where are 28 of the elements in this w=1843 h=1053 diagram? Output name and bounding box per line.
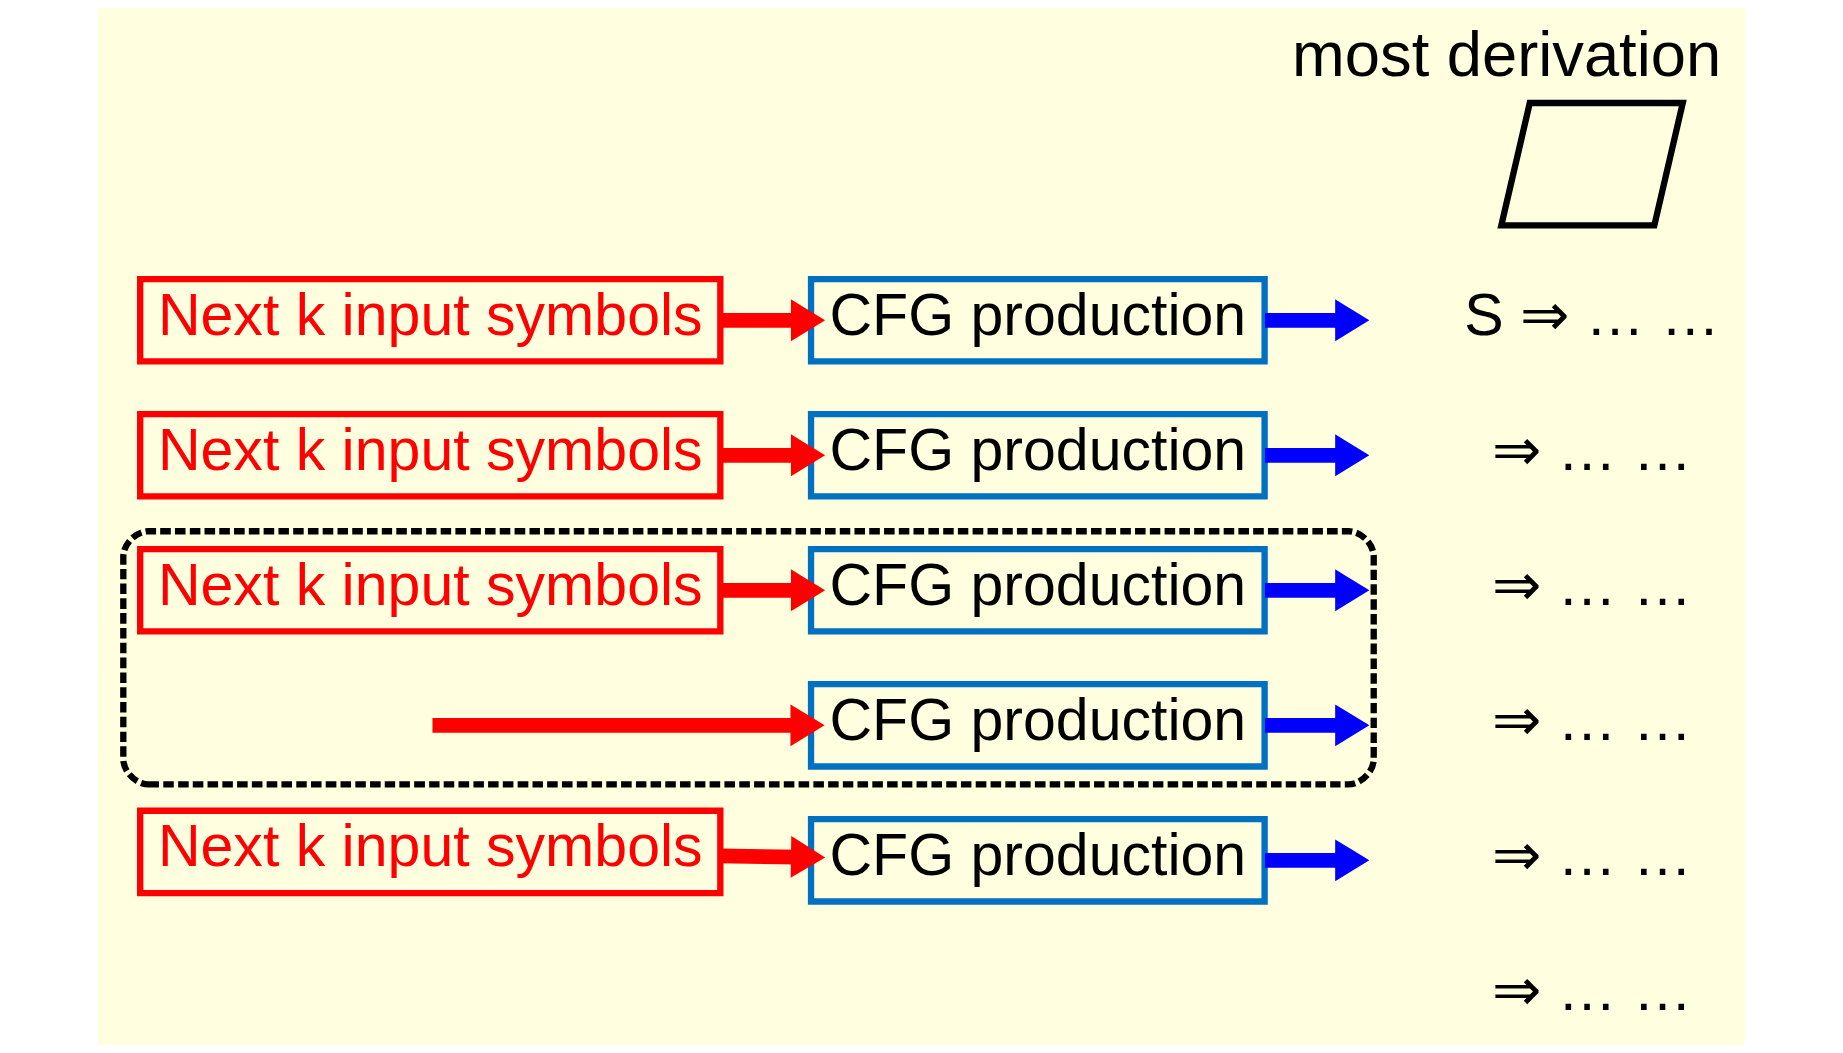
arrow [1264,704,1370,747]
label: ⇒ … … [1492,821,1693,888]
node-box: Next k input symbols [137,411,724,500]
label: ⇒ … … [1492,416,1693,483]
label: ⇒ … … [1492,551,1693,618]
arrow [720,434,826,477]
node-box: CFG production [807,816,1268,905]
node-box: CFG production [807,681,1268,770]
node-box: CFG production [807,276,1268,365]
arrow [720,299,826,342]
node-box: CFG production [807,411,1268,500]
node-box: Next k input symbols [137,807,724,897]
node-box: Next k input symbols [137,276,724,365]
arrow [720,836,826,878]
label: ⇒ … … [1492,686,1693,753]
arrow [1264,434,1370,477]
label: ⇒ … … [1492,956,1693,1023]
arrow [1264,299,1370,342]
arrow [1264,569,1370,612]
node-box: CFG production [807,546,1268,635]
diagram-title: most derivation [1292,18,1722,89]
arrow [1264,839,1370,882]
node-callout [1497,99,1687,229]
label: S ⇒ … … [1464,281,1720,348]
arrow [720,569,826,612]
node-box: Next k input symbols [137,546,724,635]
cluster [120,528,1377,788]
arrow [432,704,825,747]
